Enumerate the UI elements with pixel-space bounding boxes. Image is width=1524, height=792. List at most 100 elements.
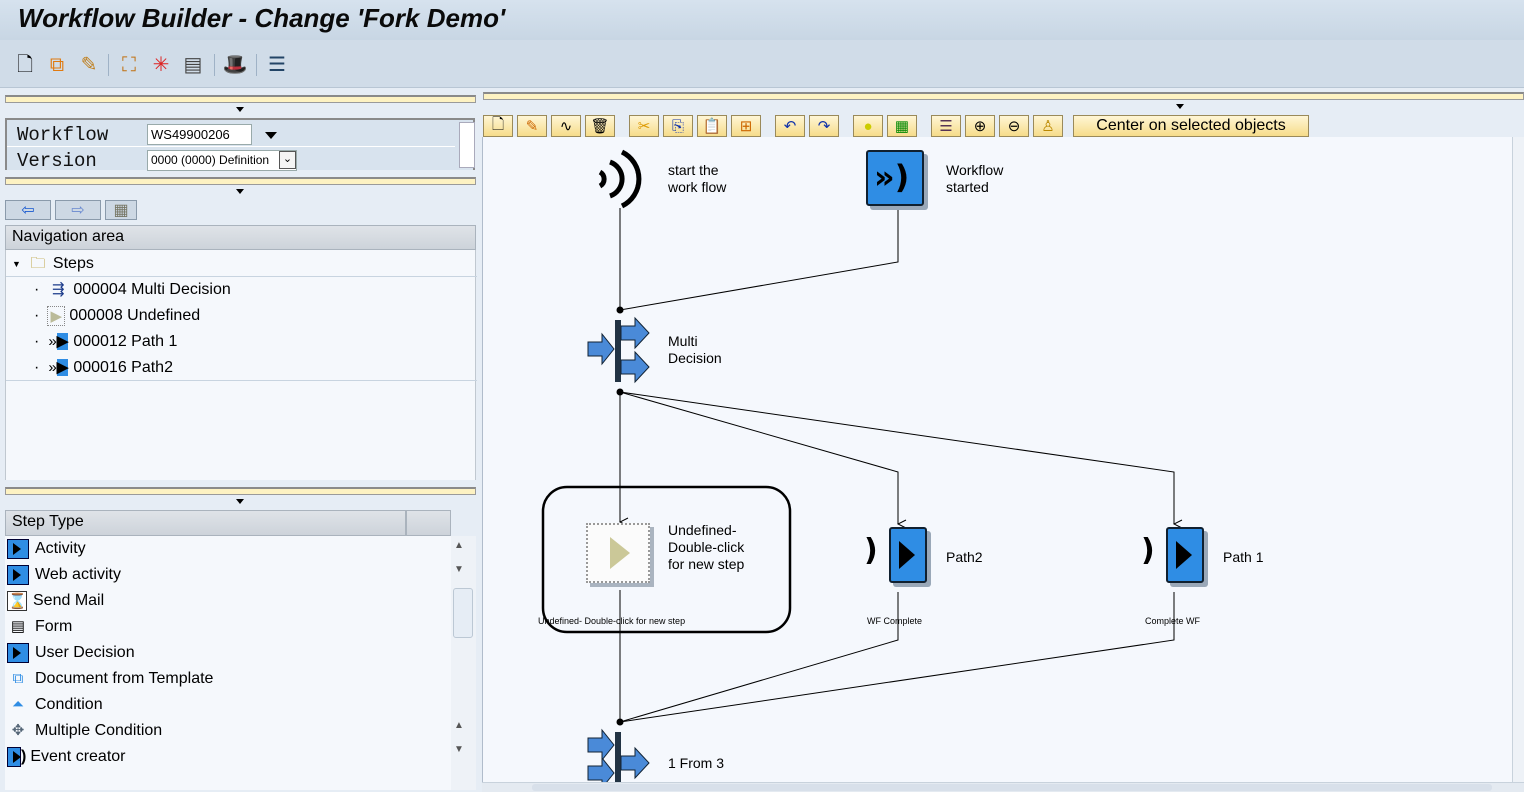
hat-icon[interactable]: 🎩 bbox=[222, 54, 248, 76]
zoom-out-icon[interactable]: ⊖ bbox=[999, 115, 1029, 137]
agent-icon[interactable]: ♙ bbox=[1033, 115, 1063, 137]
step-type-label: Multiple Condition bbox=[35, 722, 163, 739]
tree-item[interactable]: ·»▶000012 Path 1 bbox=[34, 333, 178, 350]
step-type-label: User Decision bbox=[35, 644, 135, 661]
path1-node[interactable] bbox=[1166, 527, 1204, 583]
path2-outcome-label: WF Complete bbox=[867, 616, 923, 626]
paste-icon[interactable]: 📋 bbox=[697, 115, 727, 137]
forward-button[interactable]: ⇨ bbox=[55, 200, 101, 220]
tree-item-label: 000008 Undefined bbox=[69, 307, 201, 324]
step-list-scrollbar[interactable]: ▲ ▼ ▲ ▼ bbox=[451, 536, 476, 790]
step-type-send-mail[interactable]: ⌛ Send Mail bbox=[7, 588, 104, 614]
undo-icon[interactable]: ↶ bbox=[775, 115, 805, 137]
undefined-step-node[interactable] bbox=[586, 523, 650, 583]
collapsed-panel-bar[interactable] bbox=[5, 95, 476, 103]
expand-arrow-icon[interactable] bbox=[236, 189, 244, 194]
path2-label[interactable]: Path2 bbox=[946, 549, 983, 565]
undefined-step-label[interactable]: Undefined- Double-click for new step bbox=[668, 522, 745, 572]
collapsed-panel-bar[interactable] bbox=[5, 177, 476, 185]
step-type-web-activity[interactable]: Web activity bbox=[7, 562, 121, 588]
tree-item-label: 000012 Path 1 bbox=[73, 333, 178, 350]
step-type-activity[interactable]: Activity bbox=[7, 536, 86, 562]
hierarchy-icon[interactable]: ⛶ bbox=[122, 54, 136, 76]
edit-button[interactable]: ✎ bbox=[517, 115, 547, 137]
check-icon[interactable]: ● bbox=[853, 115, 883, 137]
expand-arrow-icon[interactable] bbox=[236, 499, 244, 504]
form-icon: ▤ bbox=[10, 618, 26, 635]
workflow-header-form: Workflow WS49900206 Version 0000 (0000) … bbox=[5, 118, 475, 172]
event-icon: ) bbox=[864, 533, 878, 568]
path1-outcome-label: Complete WF bbox=[1145, 616, 1201, 626]
path2-node[interactable] bbox=[889, 527, 927, 583]
copy-icon[interactable]: ⎘ bbox=[663, 115, 693, 137]
new-icon[interactable]: 🗋 bbox=[16, 54, 34, 76]
step-type-form[interactable]: ▤Form bbox=[7, 614, 72, 640]
step-type-label: Activity bbox=[35, 540, 86, 557]
version-select[interactable]: 0000 (0000) Definition bbox=[147, 150, 297, 171]
play-icon bbox=[1176, 541, 1192, 569]
workflow-dropdown-icon[interactable] bbox=[265, 132, 277, 139]
step-type-condition[interactable]: ⏶Condition bbox=[7, 692, 103, 718]
activity-icon bbox=[7, 539, 29, 559]
overview-button[interactable]: ▦ bbox=[105, 200, 137, 220]
copy-icon[interactable]: ⧉ bbox=[49, 54, 65, 76]
separator bbox=[214, 54, 215, 76]
center-on-selected-button[interactable]: Center on selected objects bbox=[1073, 115, 1309, 137]
folder-icon: 🗀 bbox=[30, 255, 46, 272]
multi-decision-icon: ⇶ bbox=[52, 281, 65, 298]
step-type-document-template[interactable]: ⧉Document from Template bbox=[7, 666, 214, 692]
tree-item[interactable]: ·▶000008 Undefined bbox=[34, 306, 201, 326]
title-bar bbox=[0, 0, 1524, 40]
multi-decision-label[interactable]: Multi Decision bbox=[668, 333, 722, 366]
web-activity-icon bbox=[7, 565, 29, 585]
condition-icon: ⏶ bbox=[11, 696, 24, 713]
separator bbox=[108, 54, 109, 76]
expand-arrow-icon[interactable] bbox=[1176, 104, 1184, 109]
tree-node-steps[interactable]: ▼🗀Steps bbox=[12, 255, 94, 272]
screen-icon[interactable]: ▤ bbox=[183, 54, 203, 76]
tree-item[interactable]: ·»▶000016 Path2 bbox=[34, 359, 173, 376]
zoom-in-icon[interactable]: ⊕ bbox=[965, 115, 995, 137]
overview-icon[interactable]: ▦ bbox=[887, 115, 917, 137]
tree-node-label: Steps bbox=[52, 255, 94, 272]
tree-item[interactable]: ·⇶000004 Multi Decision bbox=[34, 281, 231, 298]
collapsed-panel-bar[interactable] bbox=[5, 487, 476, 495]
layout-icon[interactable]: ☰ bbox=[931, 115, 961, 137]
workflow-canvas[interactable] bbox=[482, 137, 1512, 782]
new-step-button[interactable]: 🗋 bbox=[483, 115, 513, 137]
collapsed-panel-bar[interactable] bbox=[483, 92, 1524, 100]
step-type-header: Step Type bbox=[5, 510, 406, 536]
event-activity-icon: »▶ bbox=[48, 359, 69, 376]
list-icon[interactable]: ☰ bbox=[268, 54, 286, 76]
event-activity-icon: »▶ bbox=[48, 333, 69, 350]
edit-pencil-icon[interactable]: ✎ bbox=[80, 54, 98, 76]
path1-label[interactable]: Path 1 bbox=[1223, 549, 1264, 565]
chevron-down-icon[interactable]: ⌄ bbox=[279, 151, 296, 169]
redo-icon[interactable]: ↷ bbox=[809, 115, 839, 137]
wave-button[interactable]: ∿ bbox=[551, 115, 581, 137]
document-template-icon: ⧉ bbox=[12, 670, 24, 687]
user-decision-icon bbox=[7, 643, 29, 663]
activate-icon[interactable]: ✳ bbox=[152, 54, 170, 76]
step-type-multiple-condition[interactable]: ✥Multiple Condition bbox=[7, 718, 162, 744]
send-mail-icon: ⌛ bbox=[7, 591, 27, 611]
step-type-event-creator[interactable]: )Event creator bbox=[7, 744, 125, 770]
insert-block-icon[interactable]: ⊞ bbox=[731, 115, 761, 137]
expand-arrow-icon[interactable] bbox=[236, 107, 244, 112]
canvas-vertical-scrollbar[interactable] bbox=[1512, 137, 1524, 782]
delete-icon[interactable]: 🗑 bbox=[585, 115, 615, 137]
workflow-started-node[interactable]: ») bbox=[866, 150, 924, 206]
workflow-field[interactable]: WS49900206 bbox=[147, 124, 252, 145]
workflow-started-label[interactable]: Workflow started bbox=[946, 162, 1004, 195]
cut-icon[interactable]: ✂ bbox=[629, 115, 659, 137]
workflow-label: Workflow bbox=[17, 124, 109, 146]
event-creator-icon bbox=[7, 747, 21, 767]
canvas-horizontal-scrollbar[interactable] bbox=[482, 782, 1524, 792]
step-type-label: Send Mail bbox=[33, 592, 105, 609]
join-node-label[interactable]: 1 From 3 bbox=[668, 755, 725, 771]
back-button[interactable]: ⇦ bbox=[5, 200, 51, 220]
form-scrollbar[interactable] bbox=[459, 122, 475, 168]
start-node-label[interactable]: start the work flow bbox=[668, 162, 727, 195]
step-type-user-decision[interactable]: User Decision bbox=[7, 640, 135, 666]
version-label: Version bbox=[17, 150, 97, 172]
